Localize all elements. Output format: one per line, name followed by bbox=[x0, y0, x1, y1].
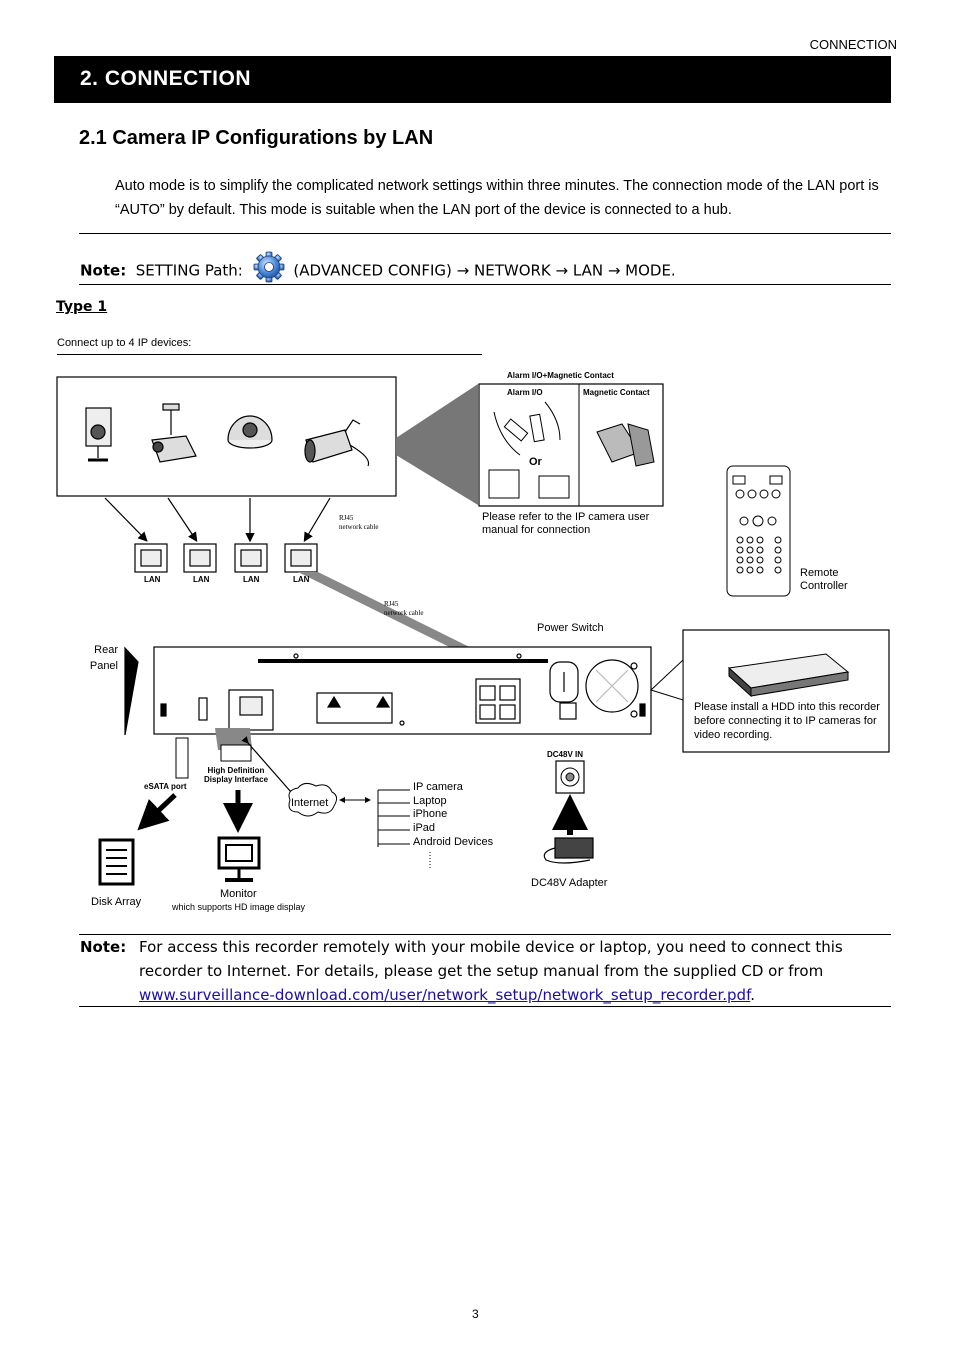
intro-paragraph: Auto mode is to simplify the complicated… bbox=[115, 178, 879, 218]
or-label: Or bbox=[529, 456, 542, 468]
lan-label: LAN bbox=[144, 575, 161, 584]
caption-underline bbox=[57, 354, 482, 355]
dc-in-label: DC48V IN bbox=[547, 750, 584, 759]
gear-icon bbox=[252, 250, 286, 284]
disk-array-icon bbox=[98, 838, 135, 886]
rear-panel-graphic bbox=[124, 646, 652, 736]
rj45-sub-a: network cable bbox=[339, 523, 379, 531]
device-item: Laptop bbox=[413, 794, 447, 807]
hdd-box bbox=[682, 629, 890, 753]
page-number: 3 bbox=[472, 1307, 479, 1321]
dome-camera-icon bbox=[227, 415, 273, 449]
adapter-label: DC48V Adapter bbox=[531, 877, 608, 889]
alarm-wires-icon bbox=[488, 401, 570, 499]
lan-port-icons bbox=[134, 543, 318, 573]
monitor-sub-label: which supports HD image display bbox=[172, 902, 306, 912]
rj45-label-b: RJ45 bbox=[384, 600, 399, 608]
device-bracket bbox=[377, 789, 431, 870]
lan-label: LAN bbox=[293, 575, 310, 584]
box-camera-icon bbox=[85, 407, 112, 462]
monitor-label: Monitor bbox=[220, 888, 257, 900]
running-header: CONNECTION bbox=[809, 37, 897, 52]
alarm-title: Alarm I/O+Magnetic Contact bbox=[507, 371, 614, 380]
diagram-graphics bbox=[56, 376, 890, 886]
type-heading: Type 1 bbox=[56, 299, 108, 315]
lan-label: LAN bbox=[193, 575, 210, 584]
adapter-icon bbox=[543, 837, 594, 864]
note-label: Note: bbox=[80, 261, 127, 280]
rear-panel-label: Rear Panel bbox=[89, 644, 118, 672]
device-item: Android Devices bbox=[413, 835, 494, 848]
bullet-camera-icon bbox=[304, 419, 370, 467]
setup-manual-link[interactable]: www.surveillance-download.com/user/netwo… bbox=[139, 986, 751, 1004]
device-list: IP camera Laptop iPhone iPad Android Dev… bbox=[413, 781, 493, 850]
note-path: (ADVANCED CONFIG) → NETWORK → LAN → MODE… bbox=[293, 261, 676, 280]
chapter-title: 2. CONNECTION bbox=[80, 67, 252, 90]
lan-label: LAN bbox=[243, 575, 260, 584]
remote-controller-icon bbox=[726, 465, 791, 597]
divider bbox=[79, 233, 891, 234]
magnetic-contact-label: Magnetic Contact bbox=[583, 388, 650, 397]
connection-diagram: Alarm I/O+Magnetic Contact Alarm I/O Mag… bbox=[56, 371, 890, 912]
monitor-icon bbox=[217, 836, 261, 882]
rj45-label-a: RJ45 bbox=[339, 514, 354, 522]
power-switch-label: Power Switch bbox=[537, 622, 604, 634]
internet-label: Internet bbox=[291, 797, 329, 809]
chapter-bar: 2. CONNECTION bbox=[54, 56, 891, 103]
note-body: For access this recorder remotely with y… bbox=[139, 935, 889, 1007]
hdd-note: Please install a HDD into this recorder … bbox=[694, 701, 880, 741]
divider bbox=[79, 284, 891, 285]
device-item: IP camera bbox=[413, 781, 463, 793]
hdd-icon bbox=[727, 653, 850, 698]
device-item: iPhone bbox=[413, 808, 448, 821]
alarm-note: Please refer to the IP camera user manua… bbox=[482, 511, 650, 536]
esata-label: eSATA port bbox=[144, 782, 187, 791]
ceiling-camera-icon bbox=[151, 403, 197, 463]
note-text: For access this recorder remotely with y… bbox=[139, 938, 843, 980]
magnetic-contact-icon bbox=[596, 423, 655, 467]
remote-label: Remote Controller bbox=[800, 567, 848, 592]
internet-cloud-icon bbox=[288, 782, 338, 817]
disk-array-label: Disk Array bbox=[91, 896, 142, 908]
hdmi-label: High Definition Display Interface bbox=[203, 766, 269, 784]
device-item: iPad bbox=[413, 822, 436, 835]
divider bbox=[79, 1006, 891, 1007]
note-setting-path: Note: SETTING Path: bbox=[80, 251, 676, 288]
connect-caption: Connect up to 4 IP devices: bbox=[57, 337, 192, 349]
divider bbox=[79, 934, 891, 935]
alarm-io-label: Alarm I/O bbox=[507, 388, 543, 397]
note-label: Note: bbox=[80, 938, 127, 956]
note-prefix: SETTING Path: bbox=[135, 261, 243, 280]
note-end: . bbox=[750, 986, 756, 1004]
rj45-sub-b: network cable bbox=[384, 609, 424, 617]
section-title: 2.1 Camera IP Configurations by LAN bbox=[79, 127, 434, 149]
